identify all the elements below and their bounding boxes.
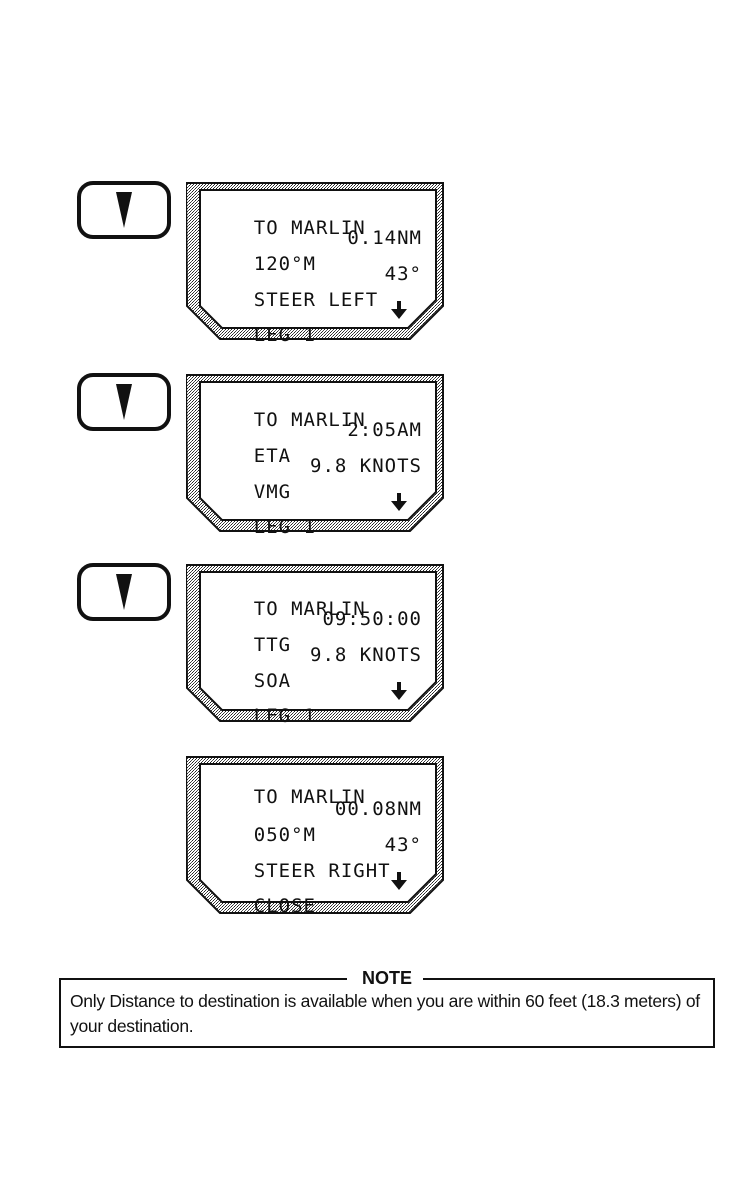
note-body: Only Distance to destination is availabl… bbox=[70, 991, 700, 1036]
down-triangle-icon bbox=[116, 384, 132, 420]
screen-line-1: TO MARLIN bbox=[253, 217, 366, 239]
down-arrow-icon bbox=[391, 872, 407, 890]
screen-line-4: LEG 1 bbox=[204, 488, 422, 538]
down-button-3[interactable] bbox=[77, 563, 171, 621]
screen-line-1: TO MARLIN bbox=[253, 786, 366, 808]
down-arrow-icon bbox=[391, 493, 407, 511]
down-arrow-icon bbox=[391, 301, 407, 319]
down-button-1[interactable] bbox=[77, 181, 171, 239]
note-box: NOTE Only Distance to destination is ava… bbox=[59, 968, 715, 1048]
screen-line-1: TO MARLIN bbox=[253, 598, 366, 620]
screen-line-4: CLOSE bbox=[204, 867, 422, 917]
down-triangle-icon bbox=[116, 192, 132, 228]
down-arrow-icon bbox=[391, 682, 407, 700]
note-divider-right bbox=[423, 978, 713, 980]
screen-line-4: LEG 1 bbox=[204, 677, 422, 727]
note-title: NOTE bbox=[361, 968, 412, 988]
down-triangle-icon bbox=[116, 574, 132, 610]
down-button-2[interactable] bbox=[77, 373, 171, 431]
screen-line-1: TO MARLIN bbox=[253, 409, 366, 431]
note-divider-left bbox=[61, 978, 347, 980]
screen-line-4: LEG 1 bbox=[204, 296, 422, 346]
